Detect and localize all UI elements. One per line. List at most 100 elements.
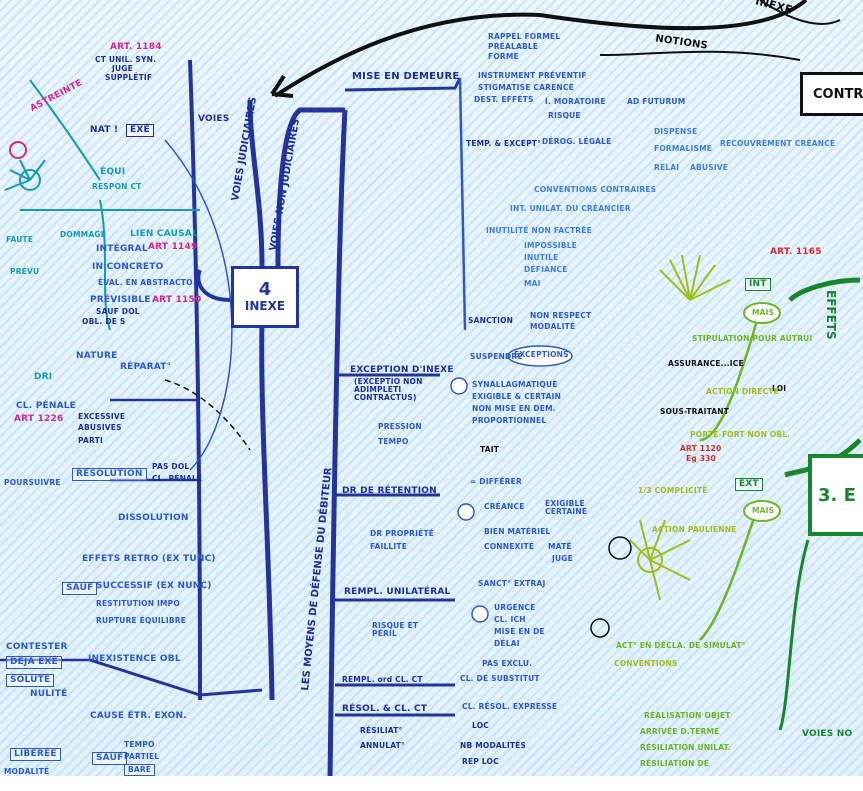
delai: DÉLAI <box>494 639 520 648</box>
juge: JUGE <box>112 64 133 73</box>
int-box[interactable]: INT <box>745 278 771 292</box>
pink-circle <box>9 141 27 159</box>
stipulation: STIPULATION POUR AUTRUI <box>692 334 813 343</box>
ne-modalites: NB MODALITÉS <box>460 741 527 750</box>
resolution-box[interactable]: RÉSOLUTION <box>72 468 147 482</box>
cyan-fan-left <box>4 159 46 191</box>
resiliat: RÉSILIAT° <box>360 726 403 735</box>
faillite: FAILLITE <box>370 542 408 551</box>
sauf-box[interactable]: SAUF <box>62 582 98 596</box>
assurance: ASSURANCE...ICE <box>668 359 744 368</box>
connexite: CONNEXITÉ <box>484 542 535 551</box>
cl-penale2: CL. PÉNALE <box>152 474 203 483</box>
abusives: ABUSIVES <box>78 423 122 432</box>
poursuivre: POURSUIVRE <box>4 478 61 487</box>
dr-propriet: DR PROPRIÉTÉ <box>370 529 435 538</box>
exigible: EXIGIBLE & CERTAIN <box>472 392 562 401</box>
rep-loc: REP LOC <box>462 757 499 766</box>
conventions: CONVENTIONS CONTRAIRES <box>534 185 657 194</box>
action-directe: ACTION DIRECTE <box>706 387 779 396</box>
equi: ÉQUI <box>100 167 126 177</box>
action-paulienne: ACTION PAULIENNE <box>652 525 737 534</box>
ext-fan-circle <box>637 547 663 573</box>
stigmatise: STIGMATISE CARENCE <box>478 83 574 92</box>
ad-futurum: AD FUTURUM <box>627 97 686 106</box>
sauf-dol: SAUF DOL <box>96 307 140 316</box>
exception-inexe: EXCEPTION D'INEXE <box>350 365 454 375</box>
exceptions-ellipse <box>507 345 573 367</box>
hub-inexe[interactable]: 4 INEXE <box>231 266 299 328</box>
annulat: ANNULAT° <box>360 741 405 750</box>
cl-de-subst: CL. DE SUBSTITUT <box>460 674 540 683</box>
conventions-gnt: CONVENTIONS <box>614 659 678 668</box>
lien-causal: LIEN CAUSAL <box>130 229 198 239</box>
art1184: ART. 1184 <box>110 42 162 52</box>
notions-line <box>599 50 801 61</box>
inexistence: INEXISTENCE OBL <box>88 654 181 664</box>
bottom-margin <box>0 776 863 791</box>
partiel: PARTIEL <box>124 752 160 761</box>
ext-circle <box>608 536 632 560</box>
bare[interactable]: BARE <box>124 764 156 776</box>
libere[interactable]: LIBÉRÉE <box>10 748 61 762</box>
creance: CRÉANCE <box>484 502 525 511</box>
ct-onil: CT UNIL. SYN. <box>95 55 157 64</box>
trunk-voies-non-judiciaires <box>275 107 345 267</box>
suppletif: SUPPLÉTIF <box>105 73 153 82</box>
cyan-branch-3 <box>99 199 111 331</box>
cl-penale: CL. PÉNALE <box>16 401 77 411</box>
sous-traitant: SOUS-TRAITANT <box>660 407 730 416</box>
juge-mid: JUGE <box>552 554 573 563</box>
exe-box[interactable]: EXÉ <box>126 124 154 138</box>
art1120: ART 1120 <box>680 444 722 453</box>
derog-legale: DÉROG. LÉGALE <box>542 137 612 146</box>
formalisme: FORMALISME <box>654 144 713 153</box>
dri: DRI <box>34 372 53 382</box>
sauf-box-2[interactable]: SAUF <box>92 752 128 766</box>
branch-md-vertical <box>458 77 467 331</box>
mais-ellipse <box>743 302 781 324</box>
rempl-ord: REMPL. ord CL. CT <box>342 675 423 684</box>
trunk-left <box>196 269 232 302</box>
contract-box[interactable]: CONTR <box>800 72 863 116</box>
abusive: ABUSIVE <box>690 163 729 172</box>
s2-circle <box>457 503 475 521</box>
nat: NAT ! <box>90 125 119 135</box>
non-mise: NON MISE EN DEM. <box>472 404 556 413</box>
differer: = DIFFÉRER <box>470 477 522 486</box>
cause-etr: CAUSE ÉTR. EXON. <box>90 711 187 721</box>
rempl-unilateral: REMPL. UNILATÉRAL <box>344 587 451 597</box>
s3-circle <box>471 605 489 623</box>
realisation-objet: RÉALISATION OBJET <box>644 711 731 720</box>
pression: PRESSION <box>378 422 422 431</box>
parti: PARTI <box>78 436 103 445</box>
contester: CONTESTER <box>6 642 68 652</box>
excessive: EXCESSIVE <box>78 412 126 421</box>
inutilite: INUTILITÉ NON FACTRÉE <box>486 226 592 235</box>
instrument: INSTRUMENT PRÉVENTIF <box>478 71 587 80</box>
simul-circle <box>590 618 610 638</box>
temp-except: TEMP. & EXCEPT° <box>466 139 542 148</box>
solute[interactable]: SOLUTE <box>6 674 55 688</box>
mais-int: MAIS <box>752 308 775 317</box>
dr-retention: DR DE RÉTENTION <box>342 486 437 496</box>
branch-mise-en-demeure <box>344 77 462 92</box>
impossible: IMPOSSIBLE <box>524 241 578 250</box>
arrowhead <box>270 74 294 98</box>
effects-box[interactable]: 3. E <box>808 454 863 536</box>
cyan-branch-1 <box>29 79 101 181</box>
defiance: DÉFIANCE <box>524 265 568 274</box>
hub-title: INEXE <box>244 299 286 313</box>
resiliation-de: RÉSILIATION DE <box>640 759 710 768</box>
nature: NATURE <box>76 351 118 361</box>
modalite: MODALITÉ <box>4 767 50 776</box>
resol-cl-ct: RÉSOL. & CL. CT <box>342 704 428 714</box>
deja-exe[interactable]: DÉJÀ EXÉ <box>6 656 62 670</box>
sanction: SANCTION <box>468 316 514 325</box>
ext-box[interactable]: EXT <box>735 478 763 492</box>
mise-en-de: MISE EN DE <box>494 627 545 636</box>
tempo-mid: TEMPO <box>378 437 409 446</box>
green-fan-int <box>659 254 731 301</box>
mais2-ellipse <box>743 500 781 522</box>
